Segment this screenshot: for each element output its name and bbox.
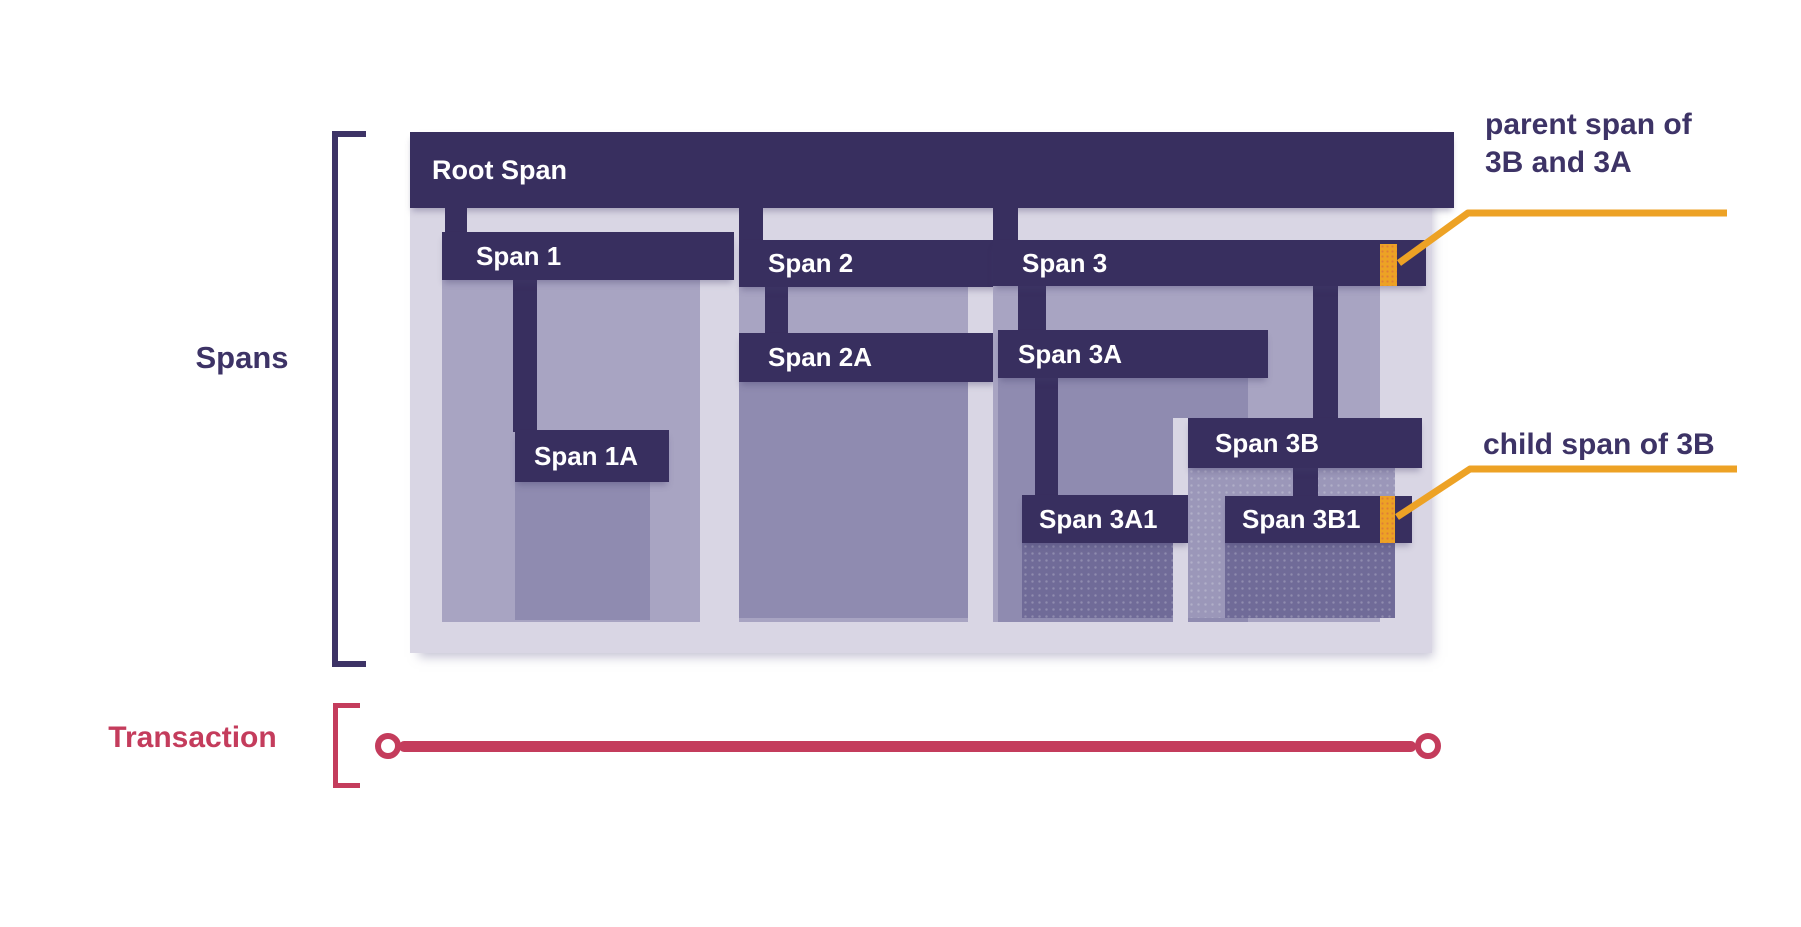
span3a1-label: Span 3A1 xyxy=(1039,503,1158,534)
span3a-label: Span 3A xyxy=(1018,338,1123,369)
span3b-label: Span 3B xyxy=(1215,427,1320,458)
spans-side-label: Spans xyxy=(195,340,289,375)
transaction-start-endpoint xyxy=(375,733,401,759)
span3b1-label: Span 3B1 xyxy=(1242,504,1361,534)
connector-root-to-span1 xyxy=(445,208,467,234)
connector-span1-to-span1a xyxy=(513,280,537,432)
span2a-duration-body xyxy=(739,382,968,618)
connector-root-to-span2 xyxy=(739,208,763,242)
transaction-end-endpoint xyxy=(1415,733,1441,759)
span2-bar: Span 2 xyxy=(739,240,997,287)
span3a1-duration-body xyxy=(1022,543,1173,618)
parent-span-leader-line xyxy=(1396,209,1727,266)
span2a-label: Span 2A xyxy=(768,342,873,372)
span2a-bar: Span 2A xyxy=(739,333,997,382)
connector-span2-to-span2a xyxy=(765,287,788,335)
span3b1-child-highlight-marker xyxy=(1380,496,1395,543)
span3b1-duration-body xyxy=(1225,543,1395,618)
span2-label: Span 2 xyxy=(768,248,854,278)
span1-label: Span 1 xyxy=(476,240,562,271)
connector-span3b-to-span3b1 xyxy=(1293,468,1318,498)
child-span-leader-line xyxy=(1395,465,1737,520)
connector-span3-to-span3a xyxy=(1018,286,1046,332)
parent-span-annotation: parent span of 3B and 3A xyxy=(1485,106,1692,182)
span1a-bar: Span 1A xyxy=(515,430,669,482)
span1a-duration-body xyxy=(515,482,650,620)
span3-label: Span 3 xyxy=(1022,247,1108,278)
transaction-timeline-bar xyxy=(399,741,1416,752)
spans-bracket xyxy=(332,131,366,667)
span3-bar: Span 3 xyxy=(993,240,1426,286)
child-span-annotation: child span of 3B xyxy=(1483,428,1715,461)
transaction-side-label: Transaction xyxy=(108,721,277,754)
span1-bar: Span 1 xyxy=(442,232,734,280)
span3-parent-highlight-marker xyxy=(1380,244,1397,286)
parent-span-annotation-line1: parent span of xyxy=(1485,108,1692,141)
connector-root-to-span3 xyxy=(993,208,1018,242)
span1a-label: Span 1A xyxy=(534,440,639,471)
transaction-bracket xyxy=(333,703,360,788)
connector-span3a-to-span3a1 xyxy=(1035,378,1058,497)
root-span-bar: Root Span xyxy=(410,132,1454,208)
span3a1-bar: Span 3A1 xyxy=(1022,495,1190,543)
span3b-bar: Span 3B xyxy=(1188,418,1422,468)
parent-span-annotation-line2: 3B and 3A xyxy=(1485,146,1632,179)
span3a-bar: Span 3A xyxy=(998,330,1268,378)
connector-span3-to-span3b xyxy=(1313,286,1338,420)
root-span-label: Root Span xyxy=(432,154,567,185)
